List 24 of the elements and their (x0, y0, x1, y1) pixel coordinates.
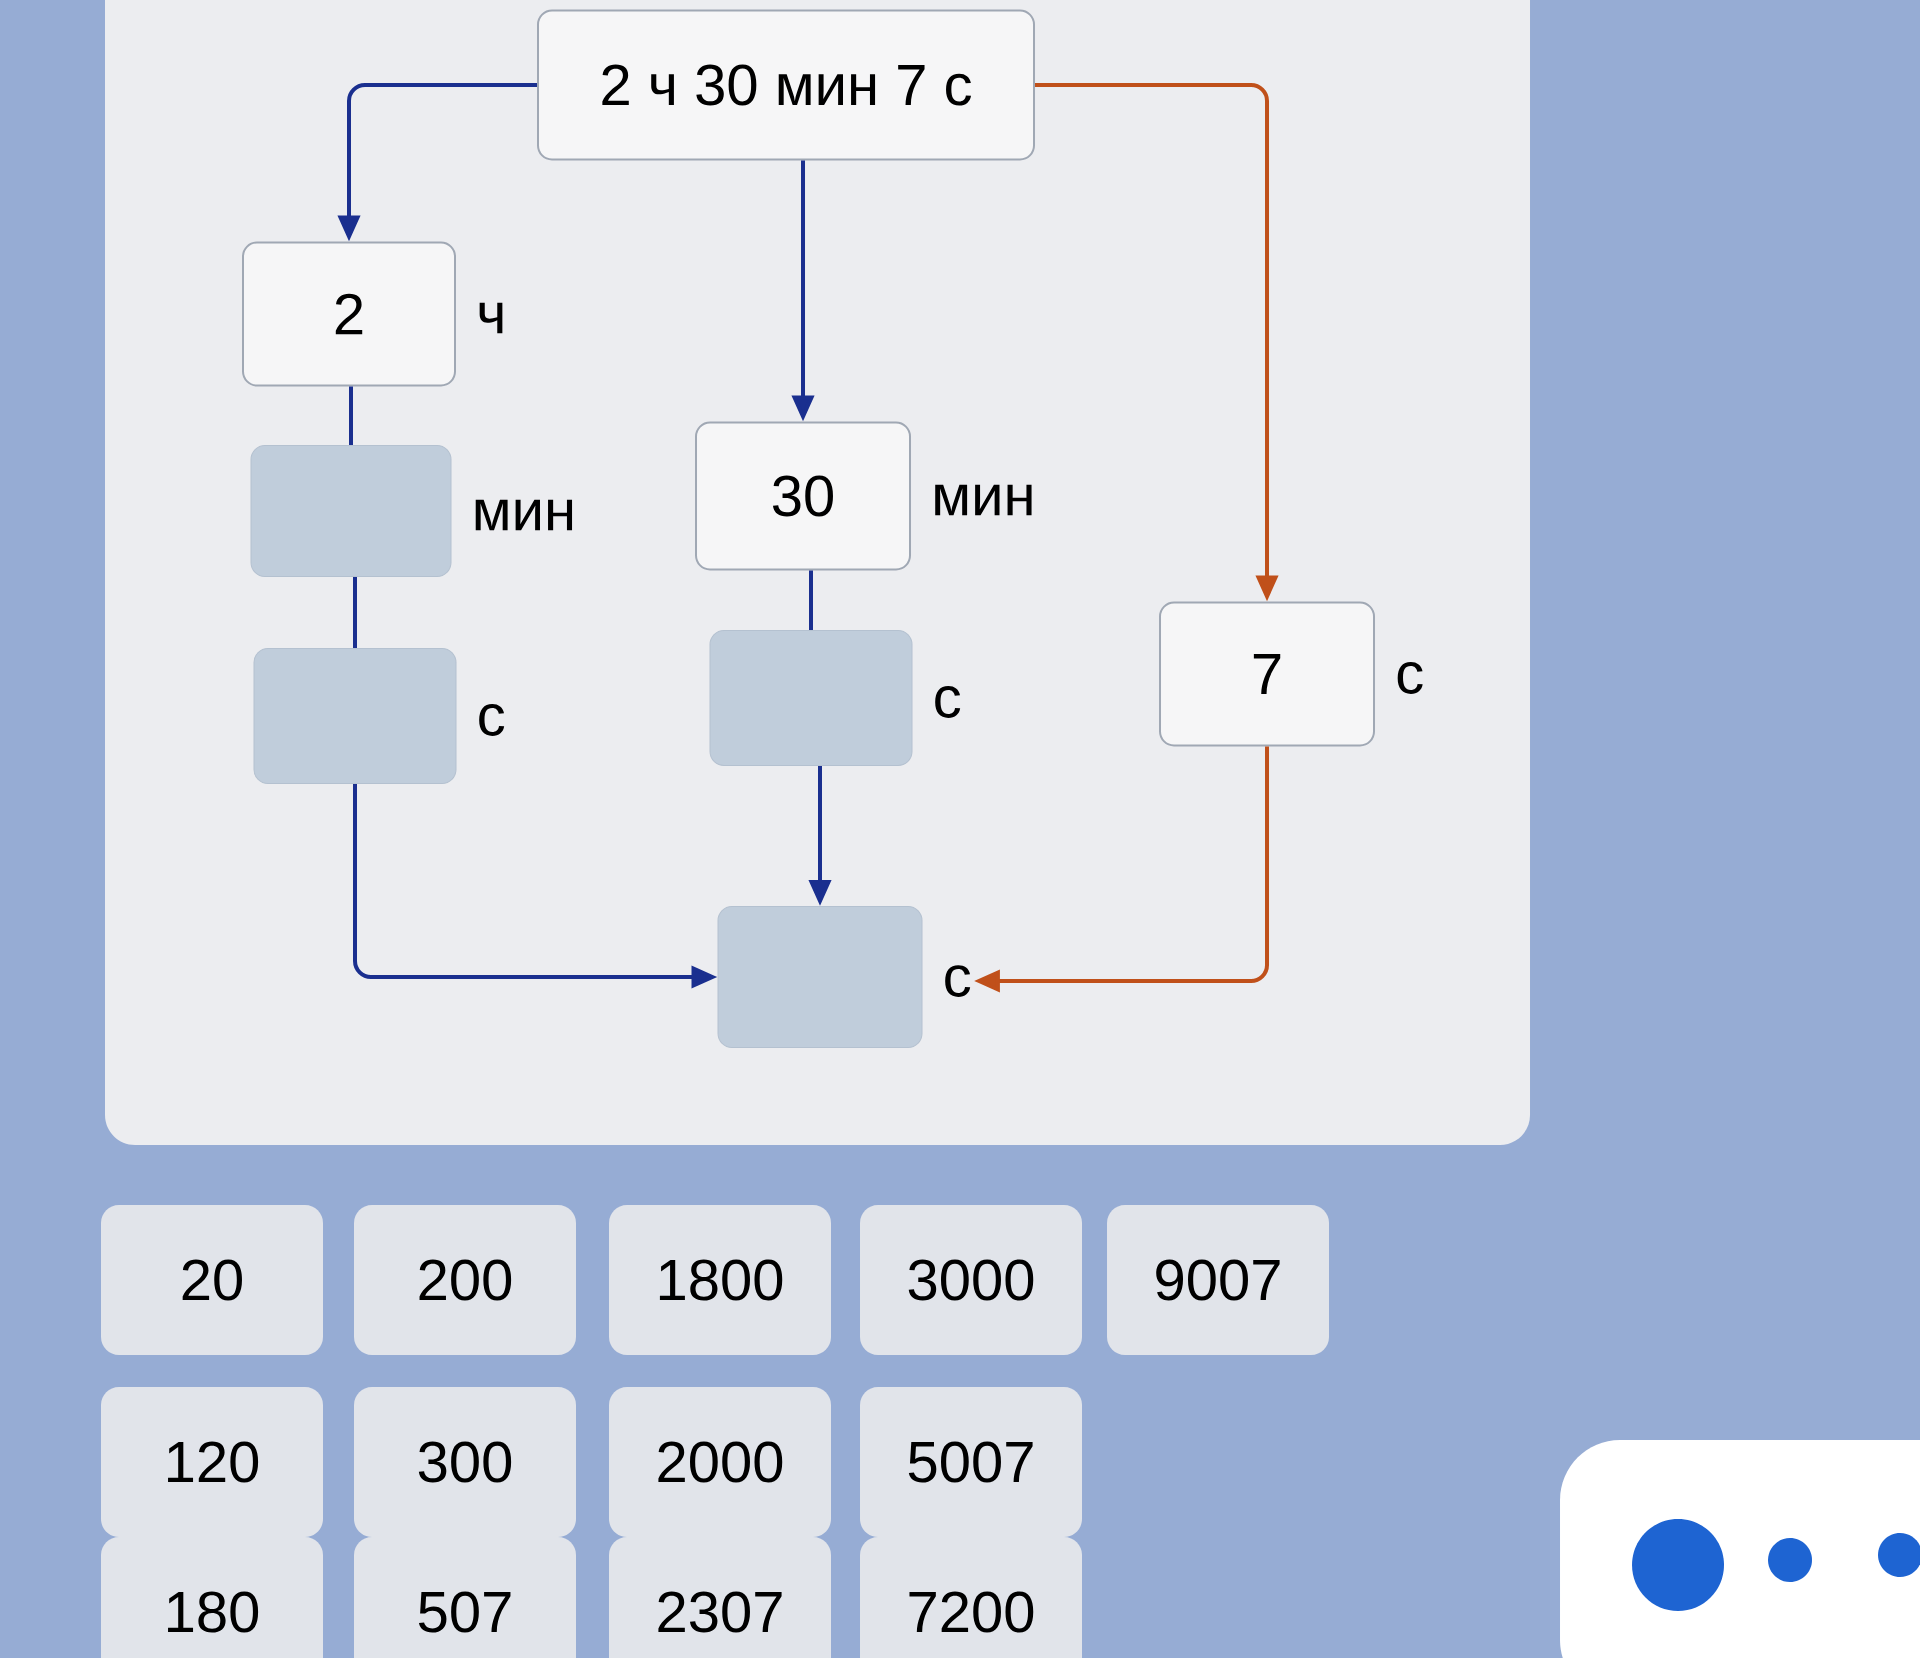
unit-label: с (945, 965, 971, 997)
answer-chip: 1800 (609, 1205, 831, 1355)
unit-label: ч (479, 302, 503, 334)
answer-chip: 300 (354, 1387, 576, 1537)
number-box: 7 (1159, 601, 1375, 747)
number-box: 2 (242, 241, 456, 387)
answer-chip: 2000 (609, 1387, 831, 1537)
answer-chip: 20 (101, 1205, 323, 1355)
answer-chip: 120 (101, 1387, 323, 1537)
unit-label: с (479, 704, 505, 736)
unit-label: мин (935, 484, 1032, 516)
answer-chip: 9007 (1107, 1205, 1329, 1355)
answer-chip: 507 (354, 1537, 576, 1658)
number-box: 30 (695, 421, 911, 571)
answer-chip: 2307 (609, 1537, 831, 1658)
answer-chip: 3000 (860, 1205, 1082, 1355)
unit-label: с (1397, 662, 1423, 694)
answer-chip: 180 (101, 1537, 323, 1658)
unit-label: мин (475, 499, 573, 531)
number-box: 2 ч 30 мин 7 с (537, 9, 1035, 161)
answer-chip: 200 (354, 1205, 576, 1355)
unit-label: с (935, 686, 961, 718)
answer-chip: 5007 (860, 1387, 1082, 1537)
answer-chip: 7200 (860, 1537, 1082, 1658)
